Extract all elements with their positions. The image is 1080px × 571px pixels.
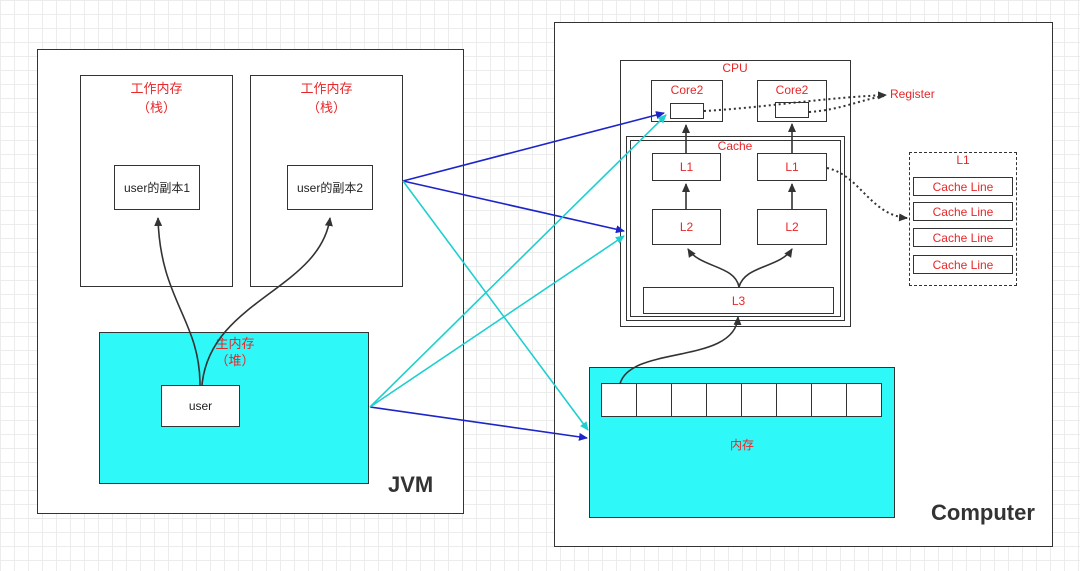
working-memory-2-title: 工作内存 xyxy=(300,81,353,96)
cache-line-3: Cache Line xyxy=(913,228,1013,247)
l1-detail-title: L1 xyxy=(956,153,970,167)
core-right-label: Core2 xyxy=(775,83,809,97)
computer-title: Computer xyxy=(931,500,1035,525)
memory-cell xyxy=(846,383,882,417)
main-memory-title: 主内存 xyxy=(215,336,255,351)
working-memory-1-title: 工作内存 xyxy=(130,81,183,96)
memory-cell xyxy=(636,383,672,417)
arrow-l3-to-l2-right xyxy=(738,248,793,288)
working-memory-2: 工作内存 （栈） xyxy=(250,75,403,287)
arrow-main-to-cache xyxy=(369,235,625,408)
arrow-register-left xyxy=(703,91,887,112)
physical-memory-label: 内存 xyxy=(729,438,754,452)
core-left-register xyxy=(670,103,704,119)
l2-right: L2 xyxy=(757,209,827,245)
arrow-l3-to-l2-left xyxy=(687,248,740,288)
l3: L3 xyxy=(643,287,834,314)
jvm-title: JVM xyxy=(388,472,434,497)
working-memory-2-subtitle: （栈） xyxy=(306,100,346,115)
cpu-title: CPU xyxy=(722,61,748,75)
user-copy-2: user的副本2 xyxy=(287,165,373,210)
main-memory-subtitle: （堆） xyxy=(215,353,255,368)
cache-line-2: Cache Line xyxy=(913,202,1013,221)
cache-line-1: Cache Line xyxy=(913,177,1013,196)
arrow-register-right xyxy=(808,95,885,113)
memory-cell xyxy=(706,383,742,417)
arrow-copy2-to-memory xyxy=(402,180,589,431)
cache-line-4: Cache Line xyxy=(913,255,1013,274)
working-memory-1-subtitle: （栈） xyxy=(136,100,176,115)
memory-cell xyxy=(811,383,847,417)
user-copy-1: user的副本1 xyxy=(114,165,200,210)
user-object: user xyxy=(161,385,240,427)
arrow-user-to-copy1 xyxy=(154,217,201,386)
arrow-copy2-to-core xyxy=(402,111,665,182)
memory-cell xyxy=(601,383,637,417)
arrow-memory-to-l3 xyxy=(619,316,742,385)
l1-right: L1 xyxy=(757,153,827,181)
arrow-main-to-core xyxy=(369,114,667,408)
arrow-copy2-to-cache xyxy=(402,180,625,234)
arrow-main-to-memory xyxy=(369,406,588,441)
arrow-l1-to-detail xyxy=(826,167,908,222)
cache-title: Cache xyxy=(717,139,753,153)
l1-left: L1 xyxy=(652,153,721,181)
l2-left: L2 xyxy=(652,209,721,245)
arrow-user-to-copy2 xyxy=(201,217,333,386)
core-right-register xyxy=(775,102,809,118)
core-left-label: Core2 xyxy=(670,83,704,97)
register-label: Register xyxy=(890,87,935,101)
